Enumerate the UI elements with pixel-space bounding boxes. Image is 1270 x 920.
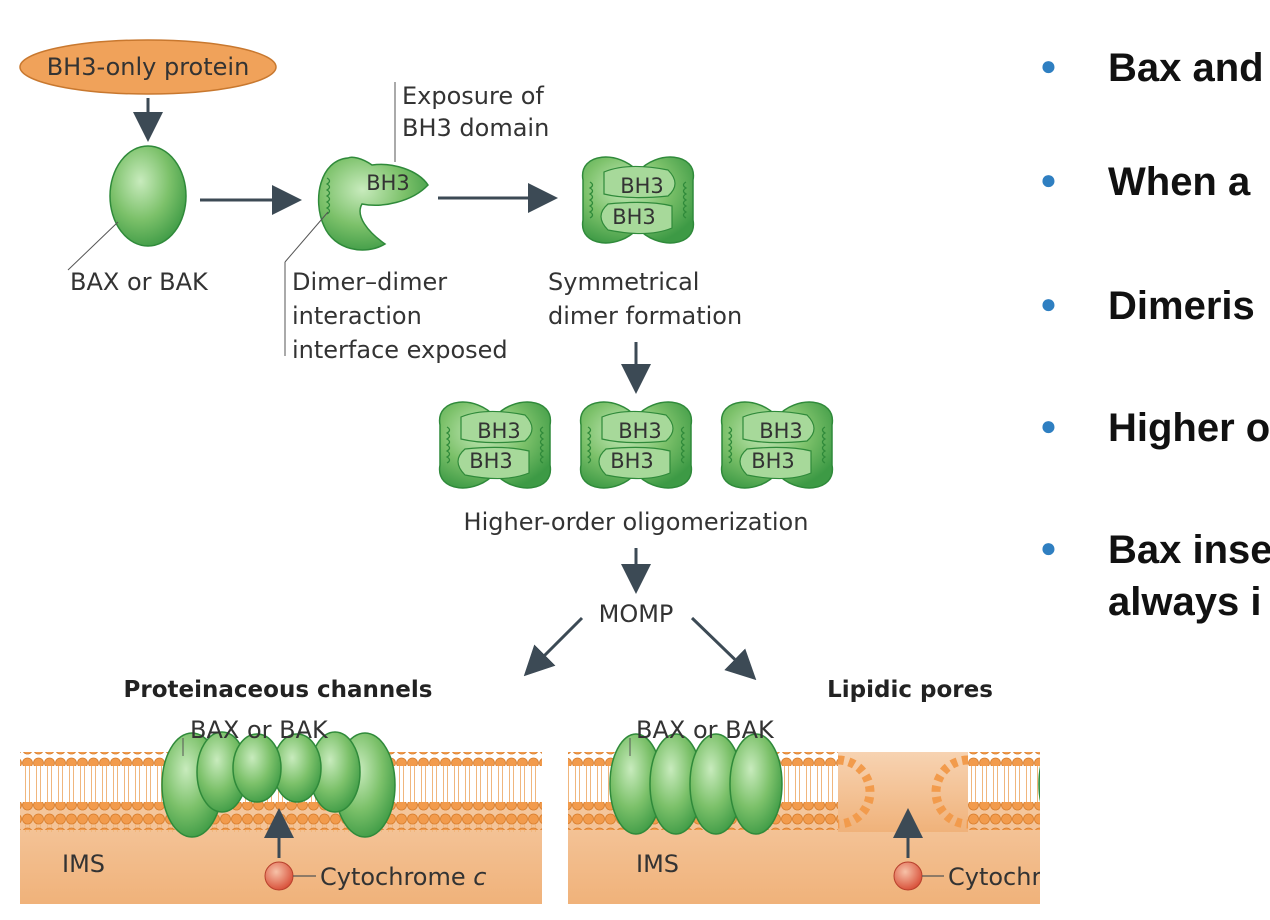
oligomer-bh3-2b: BH3 xyxy=(610,449,654,473)
bullet-dot: ● xyxy=(1040,164,1057,195)
oligomer-unit-1 xyxy=(438,401,552,489)
oligomer-unit-2 xyxy=(579,401,693,489)
bax-bak-lipidic-right-cluster xyxy=(1038,765,1040,803)
symmetrical-dimer xyxy=(581,156,695,244)
cytochrome-label-right: Cytochrome c xyxy=(948,863,1040,891)
oligomer-unit-3 xyxy=(720,401,834,489)
bax-bak-monomer xyxy=(109,145,187,247)
lipidic-pores-title: Lipidic pores xyxy=(827,677,993,703)
pore-bax-bak-label: BAX or BAK xyxy=(636,716,775,744)
symmetrical-label-line1: Symmetrical xyxy=(548,268,699,296)
oligomer-bh3-1b: BH3 xyxy=(469,449,513,473)
arrow-momp-to-pores xyxy=(690,616,757,681)
cytochrome-label-left: Cytochrome c xyxy=(320,863,486,891)
interface-label-line2: interaction xyxy=(292,302,422,330)
ims-label-right: IMS xyxy=(636,850,679,878)
channel-bax-bak-label: BAX or BAK xyxy=(190,716,329,744)
bax-bak-channel-pore xyxy=(161,731,396,838)
interface-label-line3: interface exposed xyxy=(292,336,508,364)
exposure-label-line2: BH3 domain xyxy=(402,114,549,142)
oligomer-bh3-3b: BH3 xyxy=(751,449,795,473)
apoptosis-bax-bak-diagram: BH3-only protein BAX or BAK BH3 Exposure… xyxy=(19,39,1040,904)
bax-bak-label: BAX or BAK xyxy=(70,268,209,296)
oligomer-bh3-2a: BH3 xyxy=(618,419,662,443)
oligomer-bh3-1a: BH3 xyxy=(477,419,521,443)
bax-bak-open-conformation: BH3 xyxy=(317,156,429,251)
arrow-momp-to-channels xyxy=(523,616,584,677)
interface-leader-line xyxy=(284,211,329,263)
bullet-dot: ● xyxy=(1040,532,1057,563)
bullet-dot: ● xyxy=(1040,288,1057,319)
proteinaceous-channels-title: Proteinaceous channels xyxy=(124,677,433,703)
cytochrome-c-left xyxy=(264,861,294,891)
bax-bak-leader-line xyxy=(67,221,119,271)
bullet-dot: ● xyxy=(1040,50,1057,81)
interface-label-line1: Dimer–dimer xyxy=(292,268,447,296)
bh3-only-protein: BH3-only protein xyxy=(19,39,277,95)
ims-label-left: IMS xyxy=(62,850,105,878)
exposure-label-line1: Exposure of xyxy=(402,82,544,110)
higher-order-label: Higher-order oligomerization xyxy=(464,508,809,536)
bullet-dot: ● xyxy=(1040,410,1057,441)
momp-label: MOMP xyxy=(599,600,674,628)
dimer-bh3-top: BH3 xyxy=(620,174,664,198)
cytochrome-c-right xyxy=(893,861,923,891)
dimer-bh3-bottom: BH3 xyxy=(612,205,656,229)
bh3-domain-label: BH3 xyxy=(366,171,410,195)
bh3-only-protein-label: BH3-only protein xyxy=(47,53,250,81)
bax-bak-lipidic-left-cluster xyxy=(609,733,783,835)
oligomer-bh3-3a: BH3 xyxy=(759,419,803,443)
symmetrical-label-line2: dimer formation xyxy=(548,302,742,330)
